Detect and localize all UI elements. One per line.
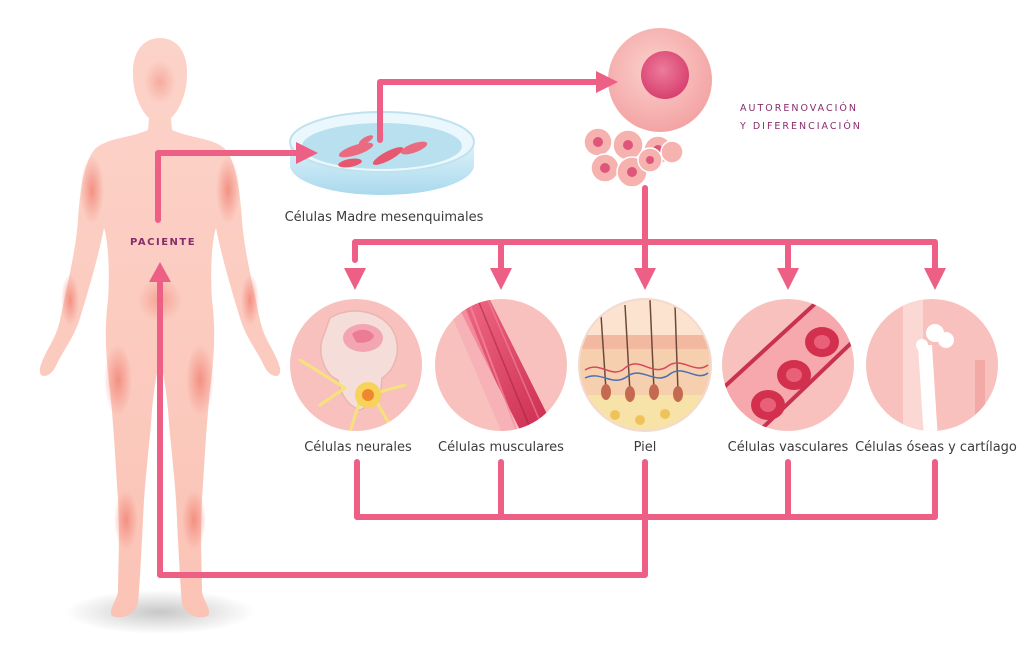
circle-neural-cells [290,299,422,431]
culture-label: Células Madre mesenquimales [284,210,484,225]
arrow-heads [149,71,946,290]
floor-shadow [65,590,255,634]
process-label-line1: AUTORENOVACIÓN [740,103,858,114]
circle-skin [578,298,712,432]
process-label-line2: Y DIFERENCIACIÓN [740,121,862,132]
cell-label-neural: Células neurales [304,440,412,455]
patient-label: PACIENTE [130,237,197,248]
circle-vascular-cells [722,299,854,431]
process-label: AUTORENOVACIÓN Y DIFERENCIACIÓN [740,100,862,136]
stem-cell-cluster [583,127,684,188]
circle-bone-cartilage [866,299,998,431]
cell-label-skin: Piel [633,440,657,455]
circle-muscle-cells [435,299,567,431]
stem-cell-large [608,28,712,132]
flow-arrows [155,79,938,578]
cell-label-bone: Células óseas y cartílago [855,440,1017,455]
cell-label-muscle: Células musculares [438,440,564,455]
cell-label-vascular: Células vasculares [727,440,849,455]
